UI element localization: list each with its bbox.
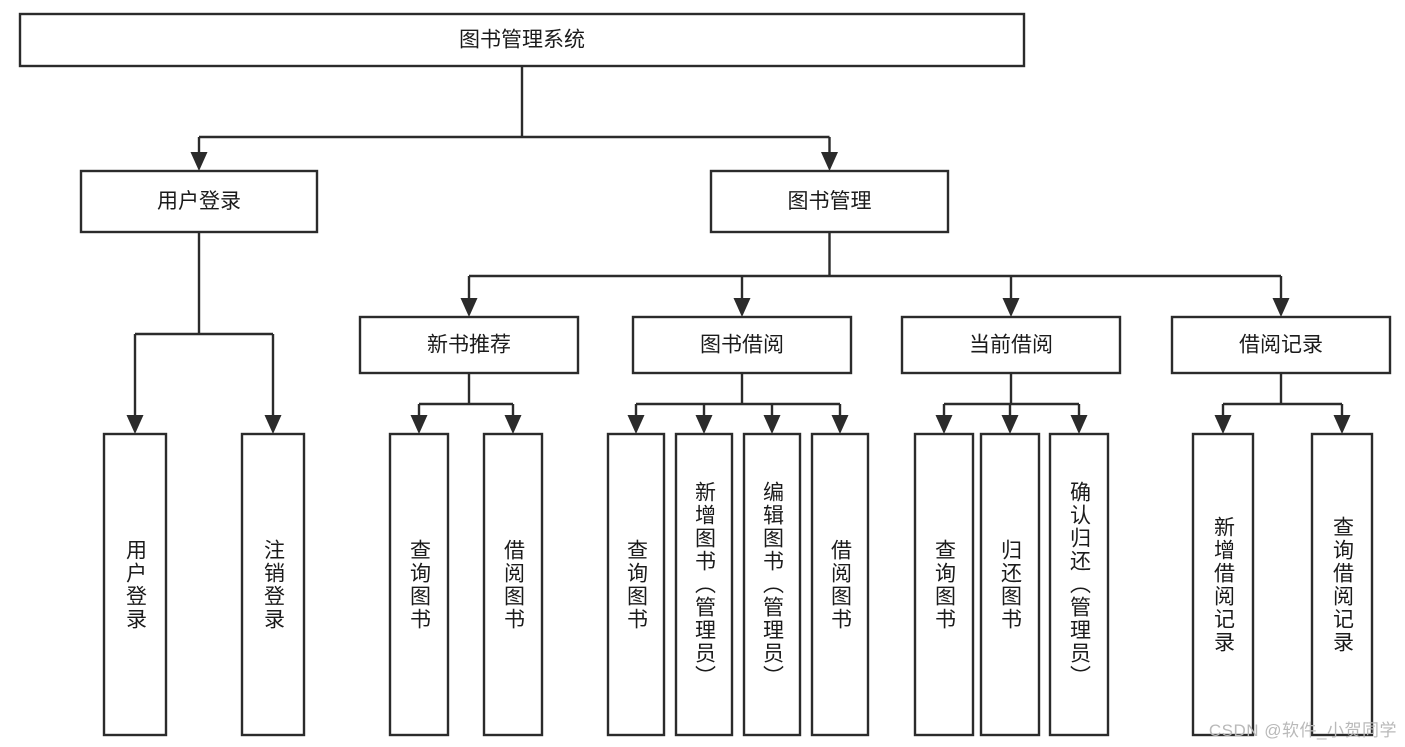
root-box-label: 图书管理系统: [459, 29, 585, 52]
level3-box-1-label: 图书借阅: [700, 334, 784, 357]
leaf-box-11[interactable]: [1191, 432, 1255, 737]
leaf-box-0[interactable]: [102, 432, 168, 737]
level2-box-0[interactable]: 用户登录: [79, 169, 319, 234]
level3-box-3-label: 借阅记录: [1239, 334, 1323, 357]
leaf-box-3[interactable]: [482, 432, 544, 737]
level3-box-0[interactable]: 新书推荐: [358, 315, 580, 375]
leaf-box-10[interactable]: [1048, 432, 1110, 737]
leaf-box-4[interactable]: [606, 432, 666, 737]
leaf-box-1[interactable]: [240, 432, 306, 737]
leaf-box-2[interactable]: [388, 432, 450, 737]
level2-box-1-label: 图书管理: [788, 190, 872, 213]
connectors-layer: [126, 66, 1351, 434]
level3-box-1[interactable]: 图书借阅: [631, 315, 853, 375]
leaf-box-6[interactable]: [742, 432, 802, 737]
level2-box-0-label: 用户登录: [157, 190, 241, 213]
leaf-box-7[interactable]: [810, 432, 870, 737]
leaf-box-5[interactable]: [674, 432, 734, 737]
level3-box-2-label: 当前借阅: [969, 334, 1053, 357]
level3-box-0-label: 新书推荐: [427, 334, 511, 357]
leaf-box-9[interactable]: [979, 432, 1041, 737]
level2-box-1[interactable]: 图书管理: [709, 169, 950, 234]
watermark-text: CSDN @软件_小贺同学: [1208, 721, 1397, 740]
level3-box-2[interactable]: 当前借阅: [900, 315, 1122, 375]
level3-box-3[interactable]: 借阅记录: [1170, 315, 1392, 375]
leaf-box-12[interactable]: [1310, 432, 1374, 737]
leaf-box-8[interactable]: [913, 432, 975, 737]
root-box[interactable]: 图书管理系统: [18, 12, 1026, 68]
